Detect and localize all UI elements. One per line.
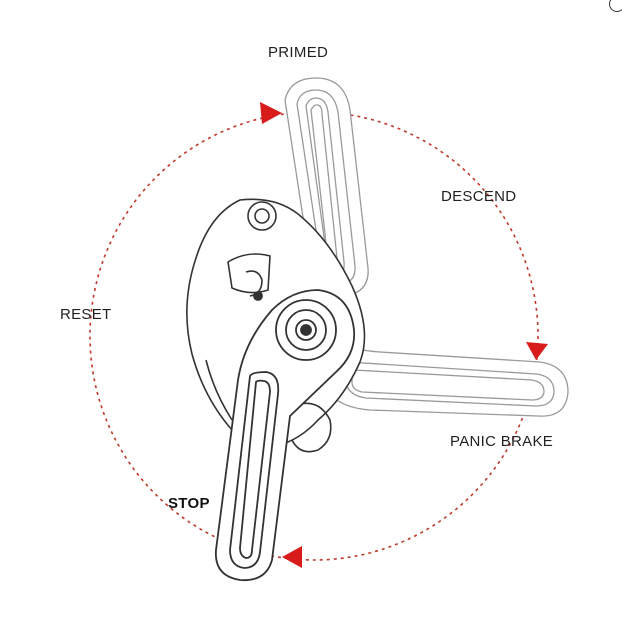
label-panic-brake: PANIC BRAKE bbox=[450, 433, 553, 450]
label-descend: DESCEND bbox=[441, 188, 516, 205]
arrowhead-panic-brake bbox=[526, 342, 548, 360]
arrowhead-stop bbox=[282, 546, 302, 568]
arrowhead-primed bbox=[260, 102, 282, 124]
label-stop: STOP bbox=[168, 495, 210, 512]
corner-circle-icon bbox=[609, 0, 622, 12]
label-reset: RESET bbox=[60, 306, 112, 323]
label-primed: PRIMED bbox=[268, 44, 328, 61]
